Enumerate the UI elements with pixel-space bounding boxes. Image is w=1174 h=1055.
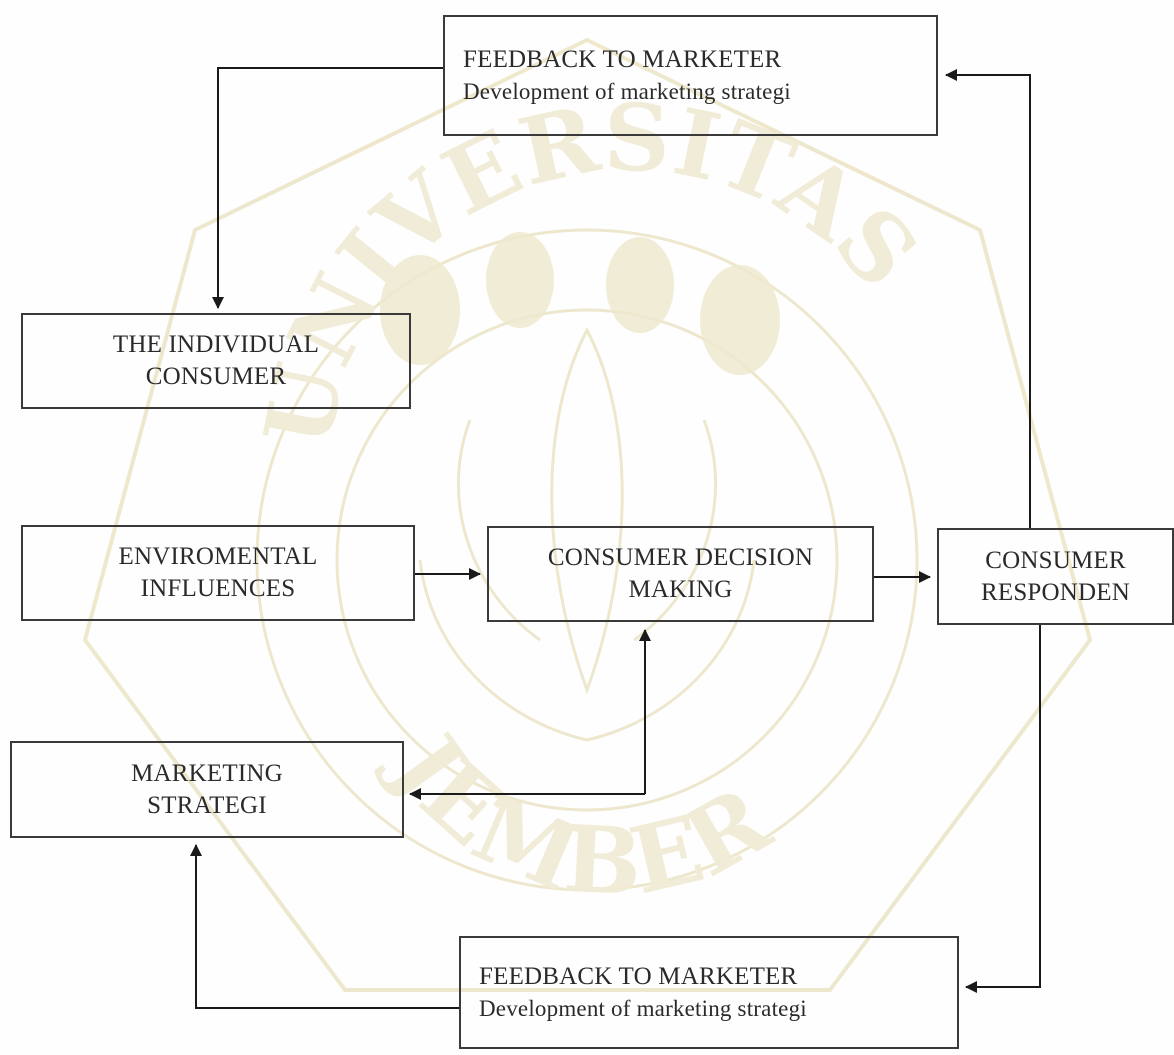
individual-consumer-box: THE INDIVIDUAL CONSUMER bbox=[21, 313, 411, 409]
edge-responden-to-feedback-top bbox=[945, 69, 1031, 528]
environmental-influences-line1: ENVIROMENTAL bbox=[118, 543, 318, 570]
decision-making-line1: CONSUMER DECISION bbox=[547, 544, 814, 571]
feedback-to-marketer-top-box: FEEDBACK TO MARKETER Development of mark… bbox=[443, 15, 938, 136]
edge-feedback-bottom-to-strategi bbox=[190, 844, 459, 1009]
individual-consumer-line1: THE INDIVIDUAL bbox=[112, 331, 320, 358]
marketing-strategi-line2: STRATEGI bbox=[147, 791, 267, 819]
feedback-bottom-subtitle: Development of marketing strategi bbox=[479, 995, 807, 1021]
environmental-influences-box: ENVIROMENTAL INFLUENCES bbox=[21, 525, 415, 621]
individual-consumer-line2: CONSUMER bbox=[145, 363, 287, 390]
feedback-top-title: FEEDBACK TO MARKETER bbox=[463, 45, 782, 73]
marketing-strategi-box: MARKETING STRATEGI bbox=[10, 741, 404, 838]
feedback-to-marketer-bottom-box: FEEDBACK TO MARKETER Development of mark… bbox=[459, 936, 959, 1049]
feedback-top-subtitle: Development of marketing strategi bbox=[463, 78, 791, 104]
consumer-responden-box: CONSUMER RESPONDEN bbox=[937, 528, 1174, 625]
edge-feedback-top-to-individual-consumer bbox=[212, 67, 443, 309]
edge-responden-to-feedback-bottom bbox=[965, 625, 1041, 993]
consumer-decision-making-box: CONSUMER DECISION MAKING bbox=[487, 526, 874, 622]
marketing-strategi-line1: MARKETING bbox=[131, 759, 283, 787]
responden-line2: RESPONDEN bbox=[980, 578, 1131, 606]
environmental-influences-line2: INFLUENCES bbox=[140, 575, 296, 602]
feedback-bottom-title: FEEDBACK TO MARKETER bbox=[479, 962, 798, 990]
responden-line1: CONSUMER bbox=[985, 546, 1126, 574]
decision-making-line2: MAKING bbox=[628, 576, 733, 603]
